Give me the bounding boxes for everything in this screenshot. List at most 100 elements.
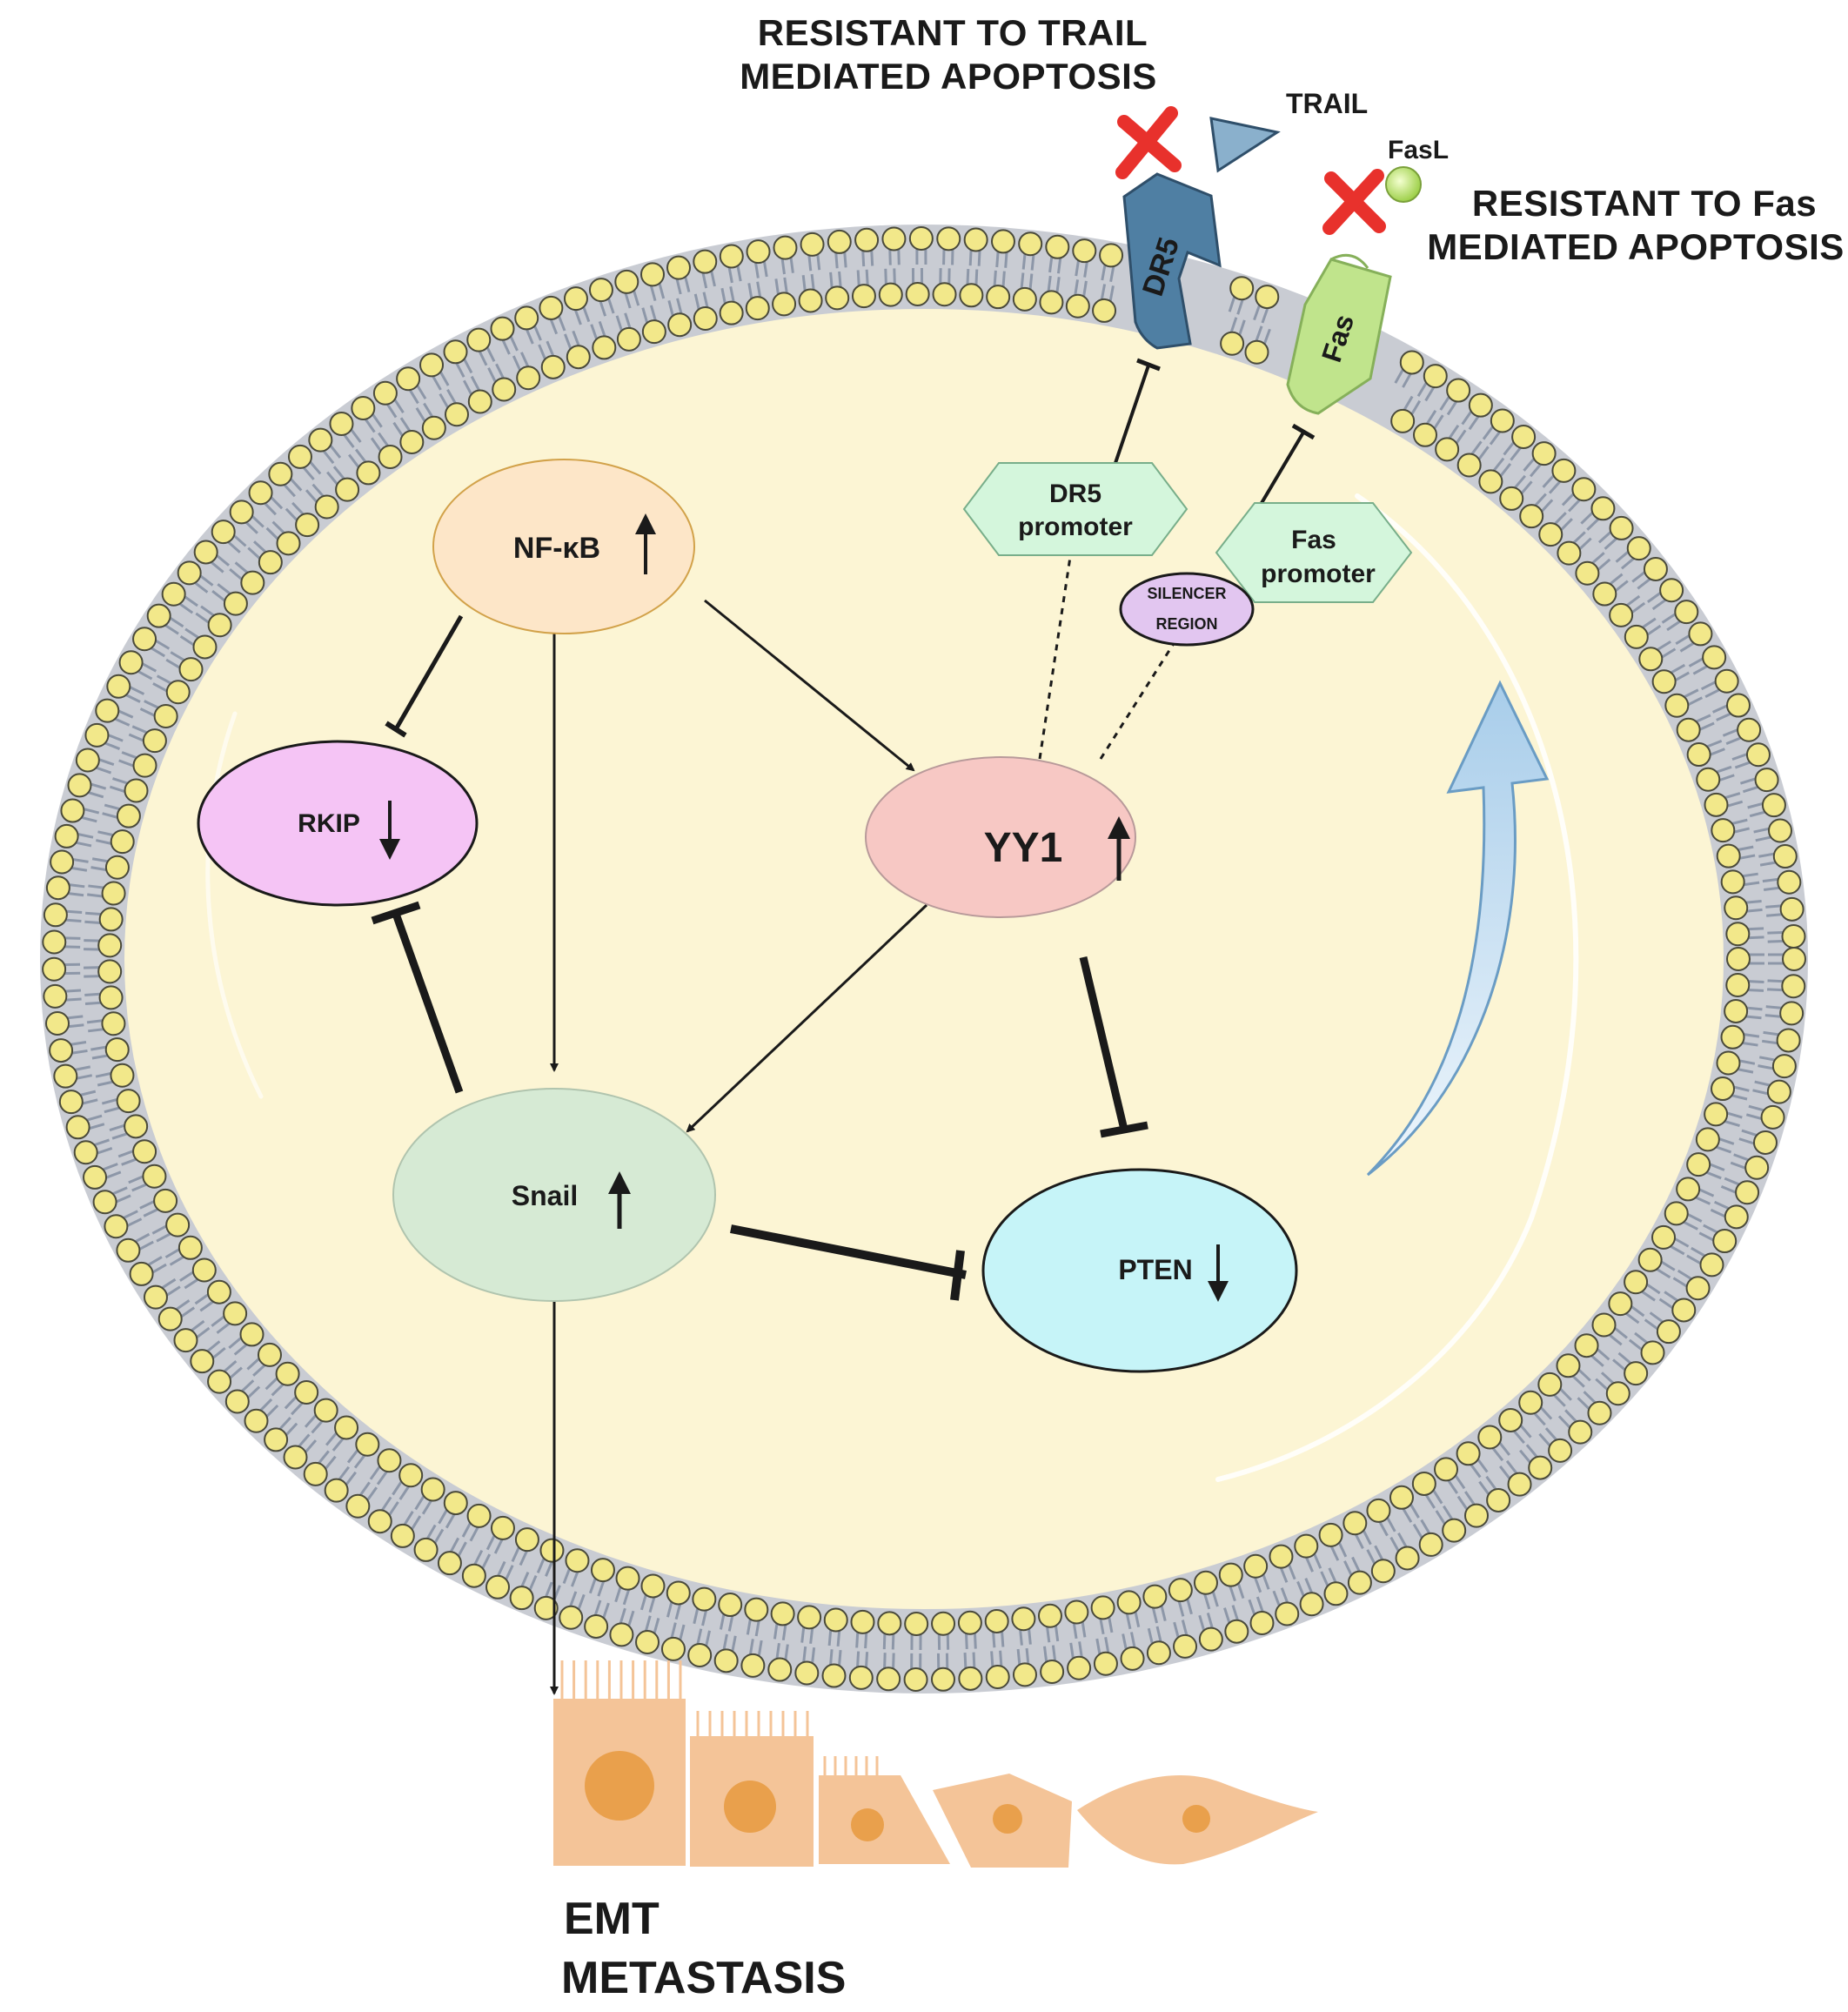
lipid-head <box>1753 1130 1778 1155</box>
lipid-head <box>1395 1546 1420 1571</box>
lipid-head <box>1173 1633 1198 1659</box>
lipid-head <box>314 494 339 520</box>
pten-label: PTEN <box>1118 1254 1192 1285</box>
lipid-head <box>467 389 492 414</box>
lipid-head <box>1651 669 1677 694</box>
lipid-head <box>963 227 988 252</box>
lipid-head <box>1556 1353 1581 1378</box>
lipid-head <box>1640 1340 1665 1365</box>
lipid-head <box>539 295 564 320</box>
edges <box>371 358 1316 1695</box>
lipid-head <box>770 1601 795 1626</box>
lipid-head <box>1092 298 1117 323</box>
lipid-head <box>1435 437 1460 462</box>
lipid-head <box>823 1607 848 1633</box>
lipid-head <box>146 603 171 628</box>
lipid-head <box>719 300 744 325</box>
lipid-head <box>1676 717 1701 742</box>
silencer-line1: SILENCER <box>1147 585 1226 602</box>
lipid-head <box>1557 540 1582 566</box>
lipid-head <box>207 1369 232 1394</box>
lipid-head <box>73 1140 98 1165</box>
lipid-head <box>466 1503 492 1528</box>
lipid-head <box>1686 742 1711 768</box>
lipid-head <box>1548 1438 1573 1463</box>
lipid-head <box>1229 276 1255 301</box>
lipid-head <box>268 461 293 486</box>
lipid-head <box>1366 1498 1391 1523</box>
lipid-head <box>540 354 566 379</box>
lipid-head <box>1244 339 1269 365</box>
edge-fas-promoter-inhibits-fas-bar <box>1291 423 1316 440</box>
dr5-receptor: DR5 <box>1122 172 1222 350</box>
lipid-head <box>1609 515 1634 540</box>
inner-highlight <box>1215 493 1579 1482</box>
lipid-head <box>240 570 265 595</box>
lipid-head <box>1146 1640 1171 1666</box>
lipid-head <box>153 1188 178 1213</box>
lipid-head <box>142 728 167 754</box>
lipid-head <box>1696 767 1721 792</box>
lipid-head <box>616 326 641 352</box>
block-cross-fas <box>1322 169 1386 235</box>
lipid-head <box>192 634 218 660</box>
up-arrow-icon <box>608 1171 631 1229</box>
lipid-head <box>83 1164 108 1190</box>
lipid-head <box>1711 1076 1736 1102</box>
lipid-head <box>1193 1570 1218 1595</box>
lipid-head <box>224 1389 250 1414</box>
lipid-head <box>693 249 718 274</box>
lipid-head <box>42 956 67 982</box>
lipid-head <box>443 1491 468 1516</box>
lipid-head <box>1255 285 1280 310</box>
lipid-head <box>1624 1270 1649 1295</box>
upward-curved-arrow <box>1366 680 1550 1177</box>
lipid-head <box>97 959 123 984</box>
lipid-head <box>876 1667 901 1692</box>
lipid-head <box>1726 947 1751 971</box>
lipid-head <box>356 460 381 486</box>
lipid-head <box>854 227 880 252</box>
lipid-head <box>1777 869 1802 895</box>
lipid-head <box>283 1445 308 1470</box>
yy1-label: YY1 <box>984 825 1063 871</box>
lipid-head <box>1638 647 1664 672</box>
lipid-head <box>1399 350 1424 375</box>
fas-receptor: Fas <box>1286 253 1392 415</box>
lipid-head <box>248 480 273 506</box>
edge-snail-inhibits-rkip-bar <box>371 901 421 925</box>
lipid-head <box>444 402 469 427</box>
lipid-head <box>614 269 639 294</box>
lipid-head <box>165 680 191 705</box>
lipid-head <box>1609 602 1634 627</box>
lipid-head <box>1754 768 1779 793</box>
lipid-head <box>1045 234 1070 259</box>
lipid-head <box>1012 1662 1037 1687</box>
lipid-head <box>207 613 232 638</box>
lipid-head <box>1446 378 1471 403</box>
lipid-head <box>640 1573 666 1599</box>
lipid-head <box>492 377 517 402</box>
lipid-head <box>1218 1562 1243 1587</box>
lipid-head <box>132 753 157 778</box>
lipid-head <box>1434 1457 1459 1482</box>
lipid-head <box>60 798 85 823</box>
lipid-head <box>851 284 876 309</box>
lipid-head <box>514 305 539 331</box>
lipid-head <box>746 239 771 265</box>
lipid-head <box>367 1509 392 1534</box>
lipid-head <box>590 1558 615 1583</box>
lipid-head <box>193 540 218 565</box>
lipid-head <box>1671 1298 1697 1323</box>
lipid-head <box>1490 408 1515 433</box>
lipid-head <box>104 1214 129 1239</box>
lipid-head <box>984 1608 1009 1633</box>
lipid-head <box>1568 1419 1593 1445</box>
lipid-head <box>1608 1291 1633 1317</box>
lipid-head <box>1538 522 1563 547</box>
lipid-head <box>1779 1001 1804 1026</box>
lipid-head <box>1090 1595 1115 1620</box>
lipid-head <box>461 1563 486 1588</box>
lipid-head <box>53 1063 78 1089</box>
lipid-head <box>1725 922 1751 947</box>
